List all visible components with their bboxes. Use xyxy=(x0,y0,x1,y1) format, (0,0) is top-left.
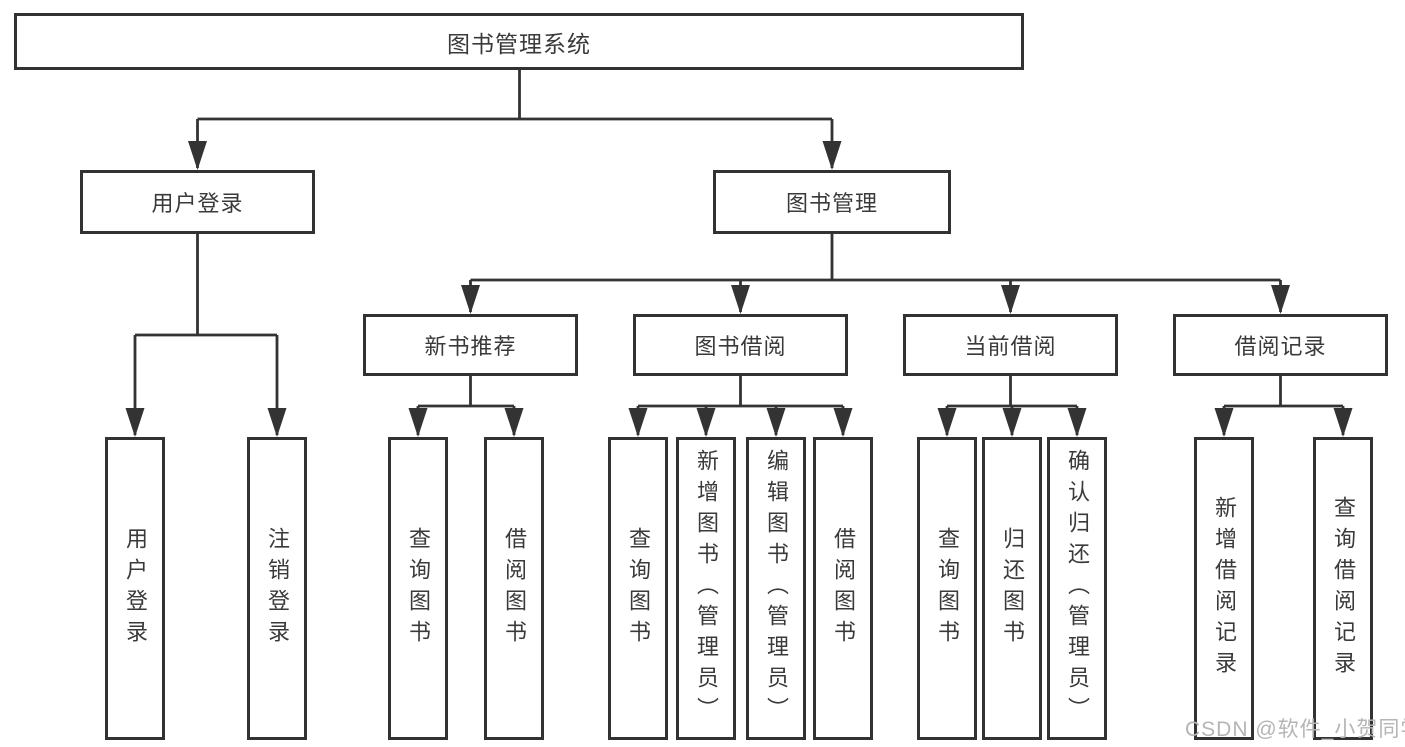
connector-userlogin-to-leaves xyxy=(125,234,287,437)
leaf-newbook-query-books: 查询图书 xyxy=(388,437,448,740)
node-book-management-label: 图书管理 xyxy=(785,191,878,216)
node-book-borrow-label: 图书借阅 xyxy=(694,334,787,359)
leaf-borrow-borrow-books: 借阅图书 xyxy=(813,437,873,740)
node-user-login-label: 用户登录 xyxy=(151,191,244,216)
node-current-borrow: 当前借阅 xyxy=(903,314,1118,376)
leaf-newbook-borrow-books: 借阅图书 xyxy=(484,437,544,740)
csdn-watermark: CSDN @软件_小贺同学 xyxy=(1185,718,1405,741)
node-borrow-records: 借阅记录 xyxy=(1173,314,1388,376)
node-book-borrow: 图书借阅 xyxy=(633,314,848,376)
node-borrow-records-label: 借阅记录 xyxy=(1234,334,1327,359)
connector-currentborrow-to-leaves xyxy=(937,376,1087,437)
leaf-borrow-edit-books-admin-label: 编辑图书（管理员） xyxy=(764,449,789,728)
leaf-current-query-books-label: 查询图书 xyxy=(935,526,960,651)
leaf-borrow-add-books-admin: 新增图书（管理员） xyxy=(676,437,736,740)
leaf-borrow-query-books: 查询图书 xyxy=(608,437,668,740)
node-root-system-label: 图书管理系统 xyxy=(447,30,591,57)
leaf-borrow-edit-books-admin: 编辑图书（管理员） xyxy=(746,437,806,740)
leaf-record-query-borrow-record-label: 查询借阅记录 xyxy=(1331,495,1356,682)
leaf-record-add-borrow-record: 新增借阅记录 xyxy=(1194,437,1254,740)
leaf-logout-label: 注销登录 xyxy=(265,526,290,651)
leaf-current-confirm-return-admin-label: 确认归还（管理员） xyxy=(1065,449,1090,728)
connector-bookmgmt-to-level3 xyxy=(461,234,1290,314)
leaf-borrow-borrow-books-label: 借阅图书 xyxy=(831,526,856,651)
connector-root-to-level2 xyxy=(188,69,842,170)
leaf-current-confirm-return-admin: 确认归还（管理员） xyxy=(1047,437,1107,740)
leaf-record-add-borrow-record-label: 新增借阅记录 xyxy=(1212,495,1237,682)
connector-bookborrow-to-leaves xyxy=(628,376,853,437)
leaf-borrow-add-books-admin-label: 新增图书（管理员） xyxy=(694,449,719,728)
node-root-system: 图书管理系统 xyxy=(14,13,1024,70)
leaf-logout: 注销登录 xyxy=(247,437,307,740)
connector-newbook-to-leaves xyxy=(408,376,524,437)
leaf-current-return-books: 归还图书 xyxy=(982,437,1042,740)
leaf-newbook-borrow-books-label: 借阅图书 xyxy=(502,526,527,651)
leaf-user-login: 用户登录 xyxy=(105,437,165,740)
leaf-record-query-borrow-record: 查询借阅记录 xyxy=(1313,437,1373,740)
leaf-borrow-query-books-label: 查询图书 xyxy=(626,526,651,651)
node-current-borrow-label: 当前借阅 xyxy=(964,334,1057,359)
leaf-current-return-books-label: 归还图书 xyxy=(1000,526,1025,651)
leaf-user-login-label: 用户登录 xyxy=(123,526,148,651)
leaf-current-query-books: 查询图书 xyxy=(917,437,977,740)
node-new-book-recommend-label: 新书推荐 xyxy=(424,334,517,359)
node-new-book-recommend: 新书推荐 xyxy=(363,314,578,376)
connector-borrowrecord-to-leaves xyxy=(1214,376,1353,437)
node-user-login: 用户登录 xyxy=(80,170,315,234)
leaf-newbook-query-books-label: 查询图书 xyxy=(406,526,431,651)
node-book-management: 图书管理 xyxy=(713,170,951,234)
